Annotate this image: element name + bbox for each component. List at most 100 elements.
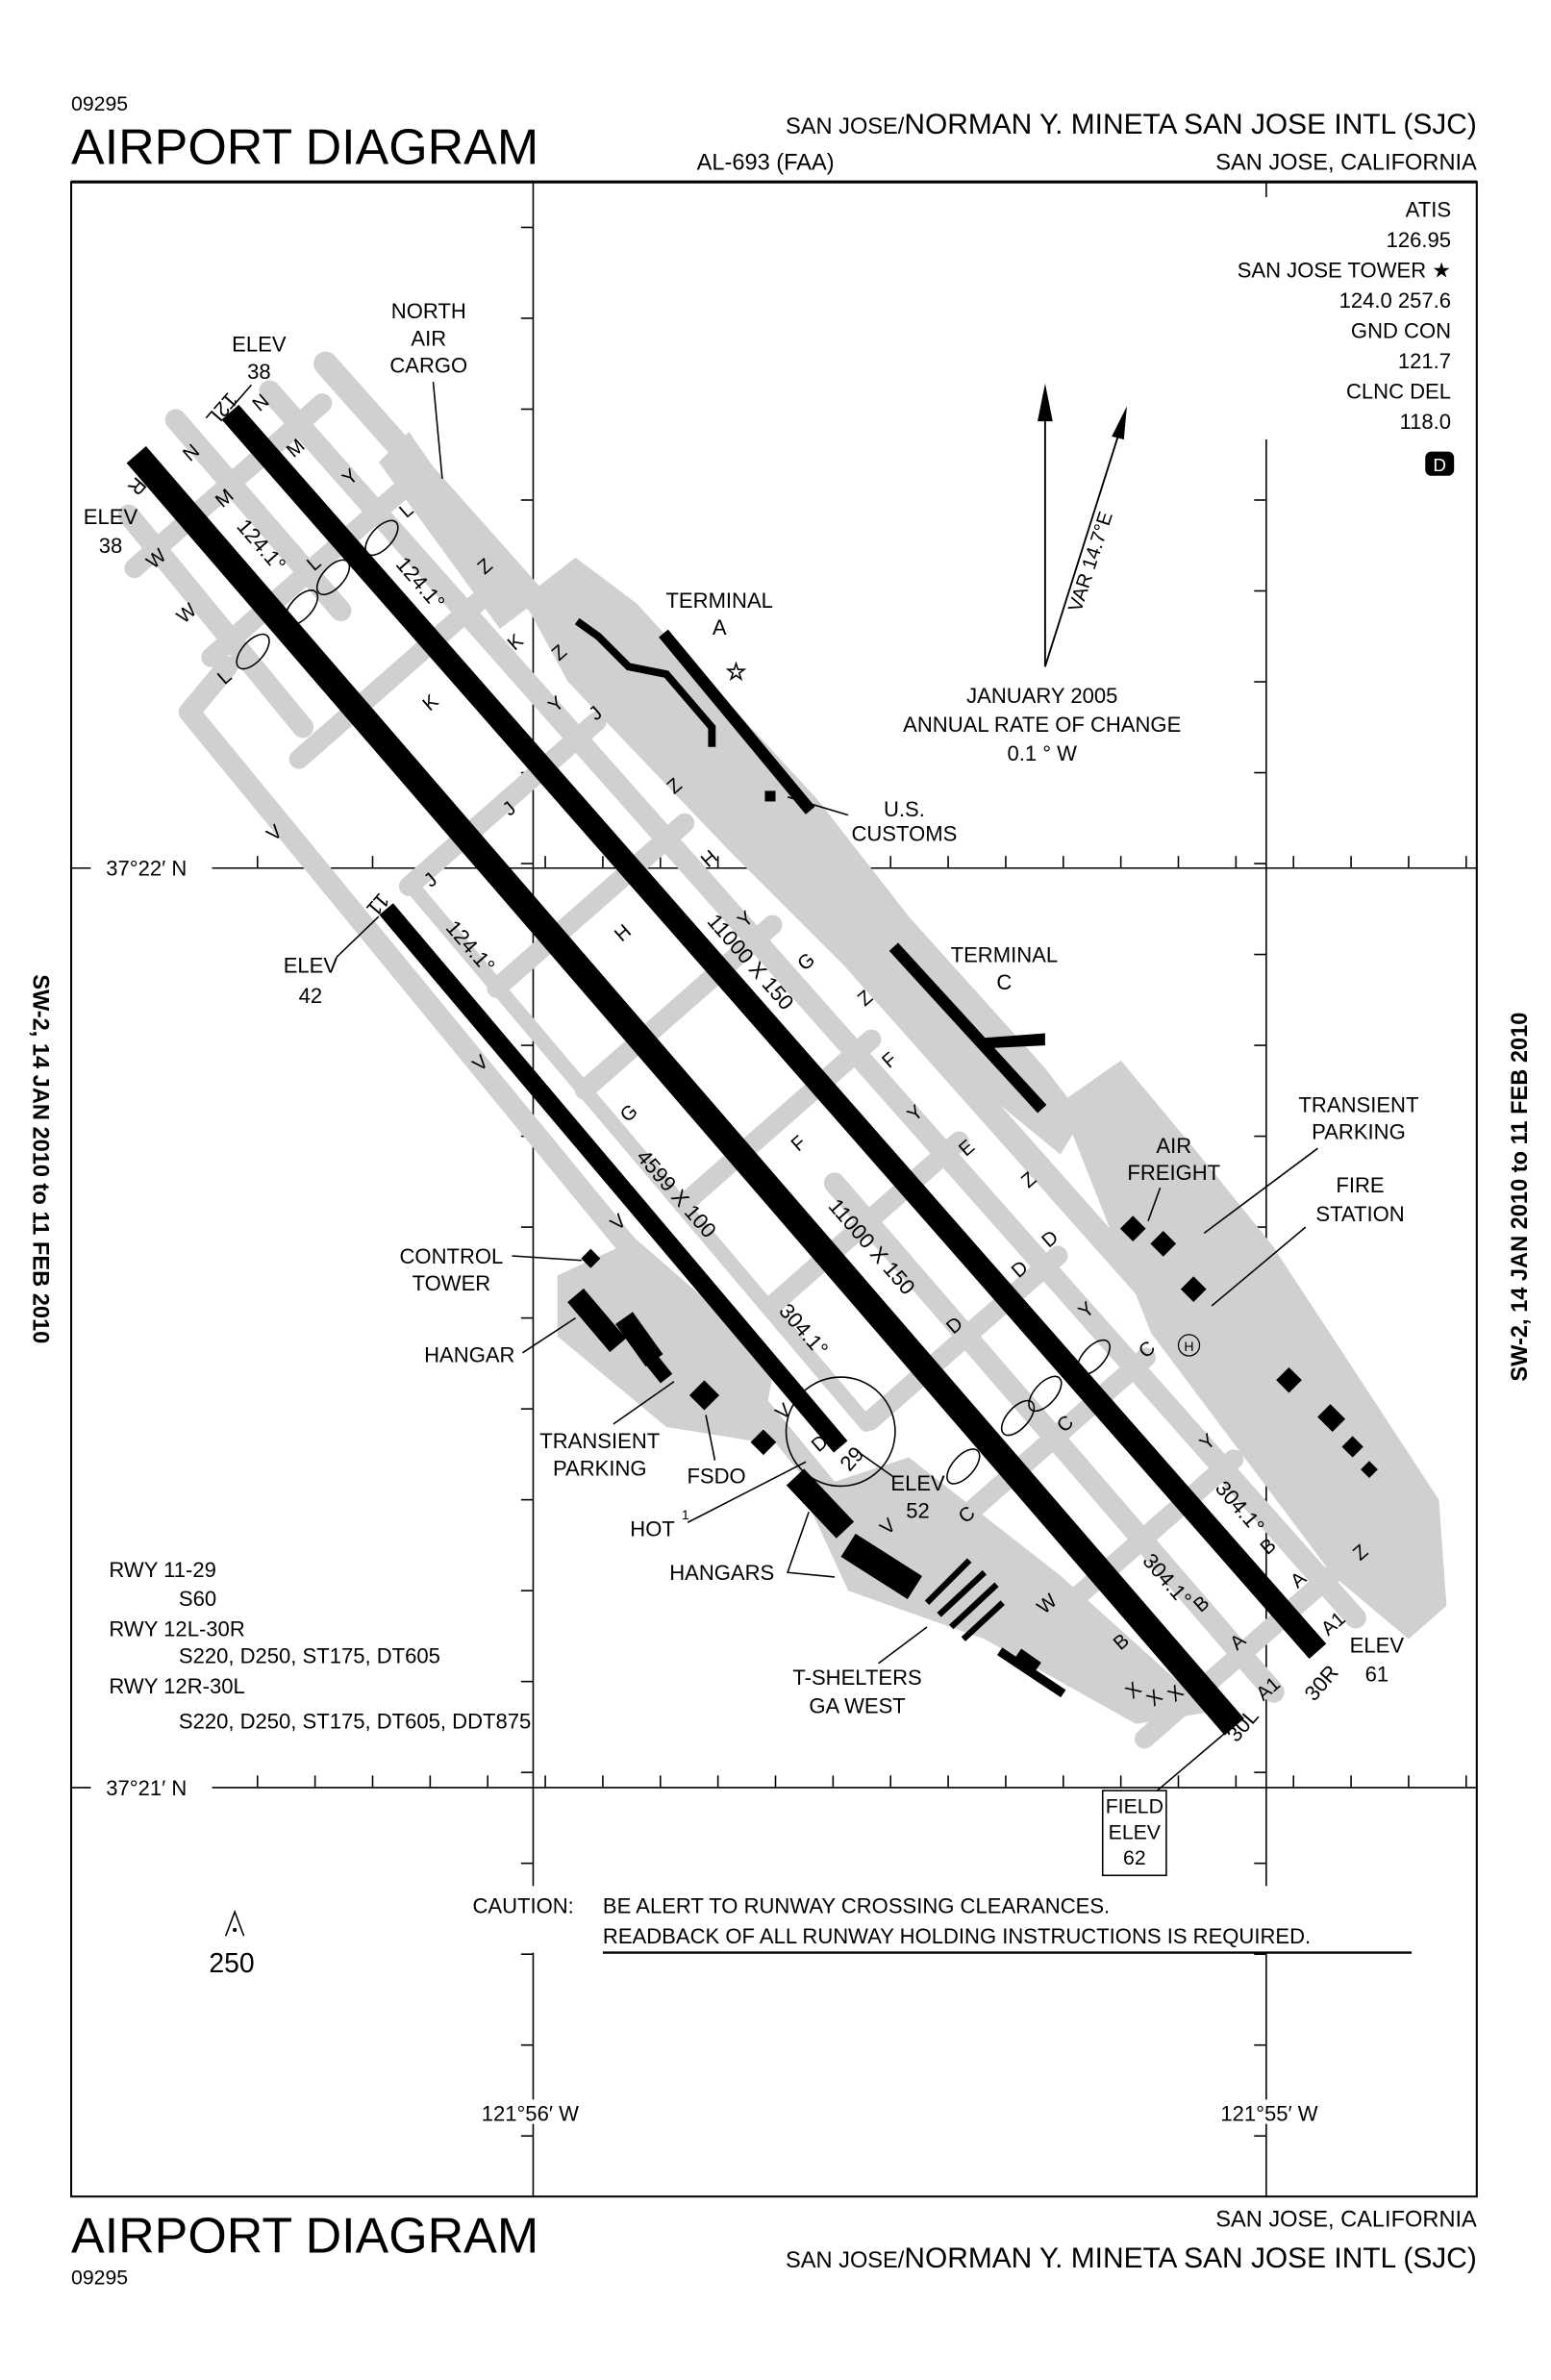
badge-d-bg — [1425, 451, 1455, 476]
obstacle-dot — [233, 1927, 238, 1933]
tower-arrow — [512, 1255, 582, 1262]
footer-city-prefix: SAN JOSE/ — [786, 2248, 905, 2273]
lat-north-label: 37°22′ N — [106, 857, 187, 881]
taxiway-connector — [1135, 1564, 1342, 1749]
taxiway-connector — [398, 711, 607, 896]
hot-spot-ellipse — [315, 559, 351, 596]
rwy-12r-30l: RWY 12R-30L — [109, 1674, 244, 1698]
elev-value-30r: 61 — [1365, 1663, 1389, 1687]
taxiway-label: H — [611, 920, 636, 946]
parking-label-east: PARKING — [1312, 1120, 1406, 1144]
taxiway-z — [313, 351, 1421, 1595]
side-note-left: SW-2, 14 JAN 2010 to 11 FEB 2010 — [28, 974, 53, 1343]
transient-label-west: TRANSIENT — [539, 1429, 660, 1453]
ground-frequency: 121.7 — [1398, 349, 1451, 373]
hangar-arrow — [522, 1316, 577, 1354]
lat-label-bg — [93, 856, 213, 881]
tower-star-icon: ★ — [727, 660, 746, 684]
fire-label: FIRE — [1336, 1173, 1384, 1197]
elev-label-12l: ELEV — [232, 333, 287, 357]
hangar-building — [642, 1351, 673, 1384]
lon-label-bg — [1199, 2099, 1337, 2124]
taxiway-connector — [574, 914, 783, 1100]
hold-ellipses — [236, 519, 1111, 1485]
badge-d: D — [1433, 456, 1446, 476]
magnetic-variation: VAR 14.7°E — [1064, 509, 1117, 614]
building — [1361, 1461, 1378, 1479]
elev-arrow — [336, 915, 380, 959]
west-hangar-apron — [557, 1239, 776, 1442]
cargo-label: CARGO — [389, 354, 467, 378]
terminal-c-pier — [984, 1033, 1045, 1049]
taxiways-and-aprons — [117, 351, 1447, 1749]
heading-11: 124.1° — [441, 915, 500, 978]
hangar-label: HANGAR — [424, 1342, 514, 1366]
hot-spot-ellipse — [1028, 1375, 1063, 1413]
terminal-c-building — [888, 942, 1047, 1114]
taxiway-along-11-29 — [404, 878, 874, 1432]
terminal-a-building — [659, 629, 815, 814]
tower-label: TOWER — [413, 1271, 491, 1295]
transient-arrow — [1203, 1147, 1318, 1235]
magnetic-north-arrow-icon — [1112, 406, 1127, 439]
runway-end-30r: 30R — [1300, 1661, 1343, 1706]
hangars-building — [786, 1468, 855, 1539]
fsdo-arrow — [705, 1415, 716, 1461]
taxiway-connector — [761, 1131, 969, 1316]
terminal-a-west-building — [574, 617, 716, 747]
taxiway-connector — [487, 813, 695, 998]
runway-12l-30r — [221, 404, 1327, 1659]
tshelters-arrow — [878, 1626, 928, 1665]
hangar-building — [615, 1312, 663, 1367]
tower-label: SAN JOSE TOWER ★ — [1238, 258, 1451, 282]
rate-label: ANNUAL RATE OF CHANGE — [903, 713, 1181, 737]
lon-east-label: 121°55′ W — [1220, 2101, 1317, 2125]
magnetic-north: VAR 14.7°E JANUARY 2005 ANNUAL RATE OF C… — [903, 383, 1181, 765]
hot-superscript: 1 — [682, 1508, 689, 1523]
caution-label: CAUTION: — [472, 1894, 573, 1918]
chart-id: 09295 — [71, 92, 128, 115]
hot-spot-circle — [785, 1376, 896, 1488]
gawest-label: GA WEST — [809, 1694, 905, 1718]
obstacle-icon — [224, 1909, 245, 1937]
tower-frequency: 124.0 257.6 — [1339, 288, 1451, 313]
variation-date: JANUARY 2005 — [966, 684, 1117, 708]
rate-value: 0.1 ° W — [1007, 741, 1077, 765]
field-elev-arrow — [1156, 1731, 1228, 1791]
terminal-a-label: TERMINAL — [665, 589, 772, 613]
obstacle-height: 250 — [209, 1948, 254, 1979]
footer-location: SAN JOSE, CALIFORNIA — [1215, 2208, 1477, 2233]
building — [1276, 1366, 1302, 1393]
ground-label: GND CON — [1351, 318, 1451, 342]
hot-arrow — [687, 1461, 807, 1523]
hot-spot-ellipse — [236, 633, 270, 670]
us-label: U.S. — [884, 797, 925, 821]
terminal-a-letter: A — [713, 615, 727, 639]
rwy-12l-30r-strength: S220, D250, ST175, DT605 — [179, 1644, 440, 1668]
parking-label-west: PARKING — [553, 1456, 647, 1480]
transient-label-east: TRANSIENT — [1298, 1092, 1418, 1116]
footer-airport-name: NORMAN Y. MINETA SAN JOSE INTL (SJC) — [904, 2242, 1476, 2274]
t-shelters — [924, 1558, 1005, 1641]
air-freight-building — [1150, 1231, 1177, 1257]
north-label: NORTH — [391, 299, 466, 323]
chart-title: AIRPORT DIAGRAM — [71, 119, 538, 175]
cargo-arrow — [432, 382, 443, 480]
building — [1317, 1404, 1346, 1433]
control-label: CONTROL — [400, 1244, 504, 1268]
transient-arrow — [613, 1381, 675, 1425]
terminal-c-label: TERMINAL — [951, 942, 1058, 966]
elev-value-12r: 38 — [99, 534, 123, 558]
fire-station-building — [1180, 1276, 1207, 1303]
heliport-letter: H — [1184, 1340, 1193, 1355]
taxiway-y — [259, 380, 1366, 1629]
lon-label-bg — [462, 2099, 599, 2124]
fsdo-label: FSDO — [687, 1464, 745, 1488]
hot-label: HOT — [630, 1516, 675, 1541]
elev-value-11: 42 — [299, 984, 323, 1008]
airport-name: NORMAN Y. MINETA SAN JOSE INTL (SJC) — [904, 109, 1476, 140]
caution-line-1: BE ALERT TO RUNWAY CROSSING CLEARANCES. — [603, 1894, 1110, 1918]
hangar-building — [567, 1288, 627, 1353]
